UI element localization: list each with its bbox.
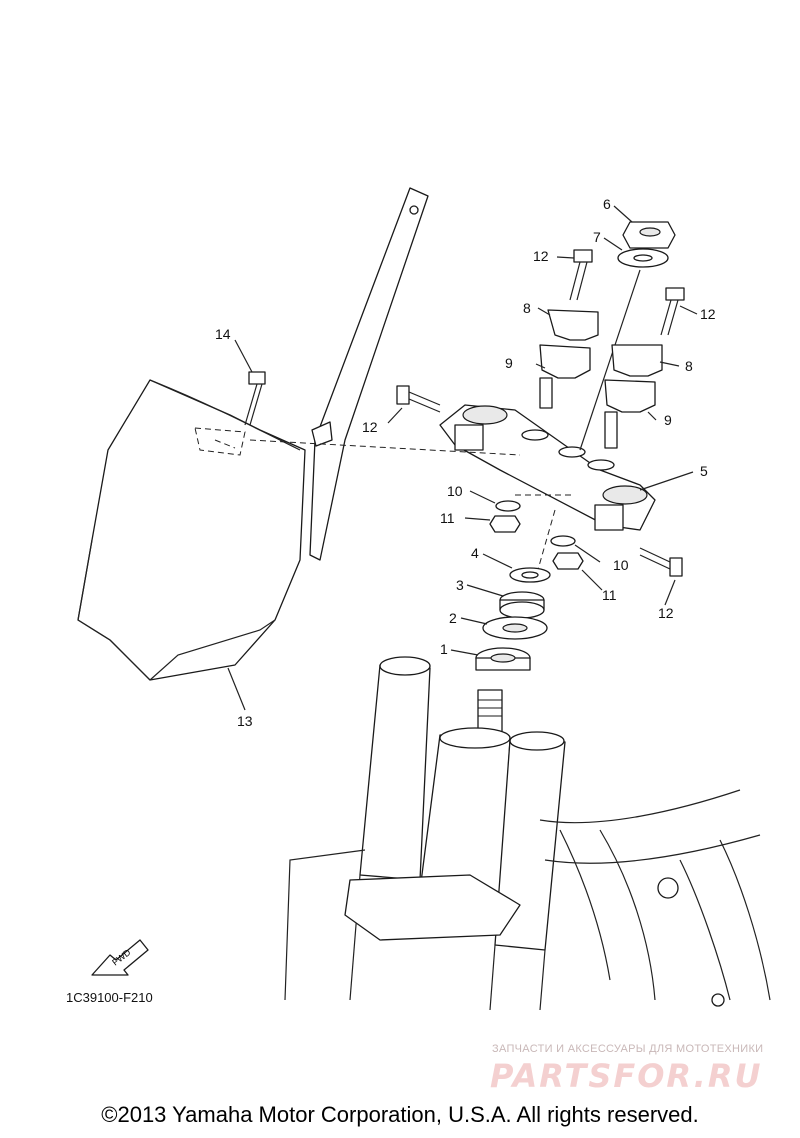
bolt-part-12-left — [396, 385, 441, 413]
holder-part-9-left — [539, 344, 591, 409]
washer-part-7 — [617, 248, 669, 268]
washer-part-10-right — [550, 535, 576, 547]
watermark-subtitle: ЗАПЧАСТИ И АКСЕССУАРЫ ДЛЯ МОТОТЕХНИКИ — [492, 1043, 764, 1055]
leader-lines — [227, 205, 698, 711]
callout-8-right: 8 — [685, 358, 693, 374]
holder-part-8-left — [547, 309, 599, 341]
callout-9-right: 9 — [664, 412, 672, 428]
upper-bracket-part-5 — [439, 404, 656, 531]
bolt-part-12-bottom — [639, 547, 683, 577]
callout-11-right: 11 — [602, 587, 617, 603]
callout-14: 14 — [215, 326, 231, 342]
holder-part-9-right — [604, 379, 656, 449]
callout-12-left: 12 — [362, 419, 378, 435]
nut-part-11-right — [552, 552, 584, 570]
cover-part-2 — [482, 616, 548, 640]
plate-strap — [309, 187, 429, 561]
callout-5: 5 — [700, 463, 708, 479]
washer-part-4 — [509, 567, 551, 583]
bearing-part-1 — [475, 647, 531, 671]
callout-8-left: 8 — [523, 300, 531, 316]
holder-part-8-right — [611, 344, 663, 377]
bolt-part-12-right — [660, 287, 685, 336]
callout-12-top: 12 — [533, 248, 549, 264]
callout-12-right: 12 — [700, 306, 716, 322]
number-plate-part-13 — [77, 379, 306, 681]
callout-labels: 1 2 3 4 5 6 7 8 8 9 9 10 10 11 11 12 12 … — [215, 196, 716, 729]
copyright-notice: ©2013 Yamaha Motor Corporation, U.S.A. A… — [101, 1102, 699, 1127]
washer-part-10-left — [495, 500, 521, 512]
callout-9-left: 9 — [505, 355, 513, 371]
callout-12-bottom: 12 — [658, 605, 674, 621]
callout-7: 7 — [593, 229, 601, 245]
bolt-part-12-top — [569, 249, 593, 301]
callout-4: 4 — [471, 545, 479, 561]
fwd-arrow-icon: FWD — [91, 939, 149, 976]
watermark-logo: PARTSFOR.RU — [490, 1057, 763, 1095]
nut-part-11-left — [489, 515, 521, 533]
callout-10-left: 10 — [447, 483, 463, 499]
callout-2: 2 — [449, 610, 457, 626]
ring-nut-part-3 — [499, 591, 545, 619]
callout-1: 1 — [440, 641, 448, 657]
callout-3: 3 — [456, 577, 464, 593]
callout-11-left: 11 — [440, 510, 455, 526]
fork-and-frame-assembly — [284, 656, 771, 1011]
callout-6: 6 — [603, 196, 611, 212]
diagram-code: 1C39100-F210 — [66, 990, 153, 1005]
callout-10-right: 10 — [613, 557, 629, 573]
nut-part-6 — [622, 221, 676, 249]
bolt-part-14 — [244, 371, 266, 426]
callout-13: 13 — [237, 713, 253, 729]
